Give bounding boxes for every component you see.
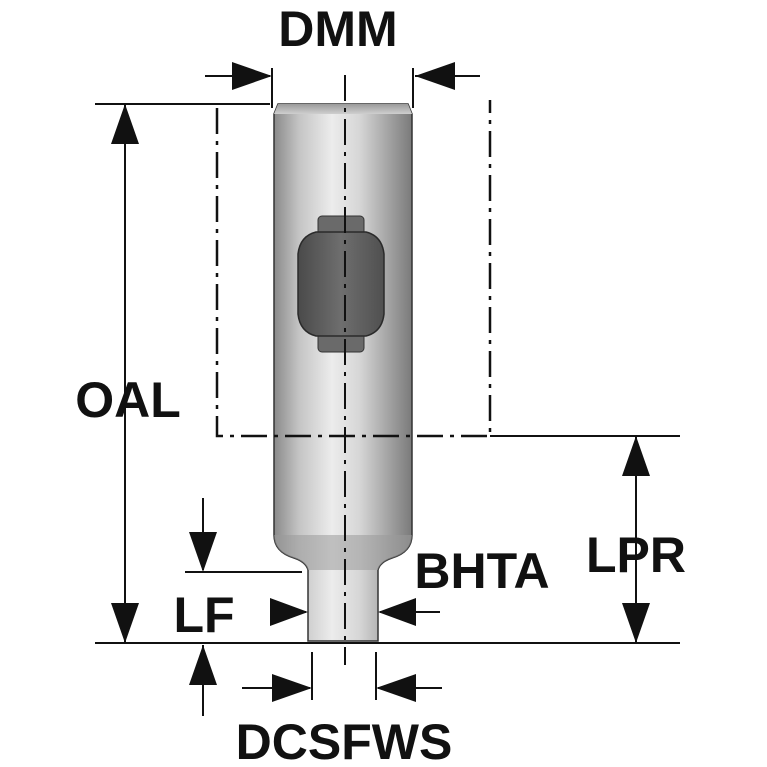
bhta-arrows bbox=[270, 598, 440, 626]
label-dcsfws: DCSFWS bbox=[236, 714, 453, 767]
lpr-dimension bbox=[622, 436, 650, 643]
reference-lines bbox=[95, 68, 680, 700]
swing-envelope bbox=[215, 100, 492, 438]
lf-arrows bbox=[189, 498, 217, 716]
oal-dimension bbox=[111, 104, 139, 643]
label-lpr: LPR bbox=[586, 527, 686, 583]
dcsfws-arrows bbox=[242, 674, 442, 702]
label-oal: OAL bbox=[75, 372, 181, 428]
tool-body bbox=[273, 103, 413, 642]
label-dmm: DMM bbox=[278, 1, 397, 57]
label-lf: LF bbox=[173, 587, 234, 643]
label-bhta: BHTA bbox=[414, 543, 549, 599]
cutting-insert bbox=[297, 215, 385, 353]
dmm-arrows bbox=[205, 62, 480, 90]
